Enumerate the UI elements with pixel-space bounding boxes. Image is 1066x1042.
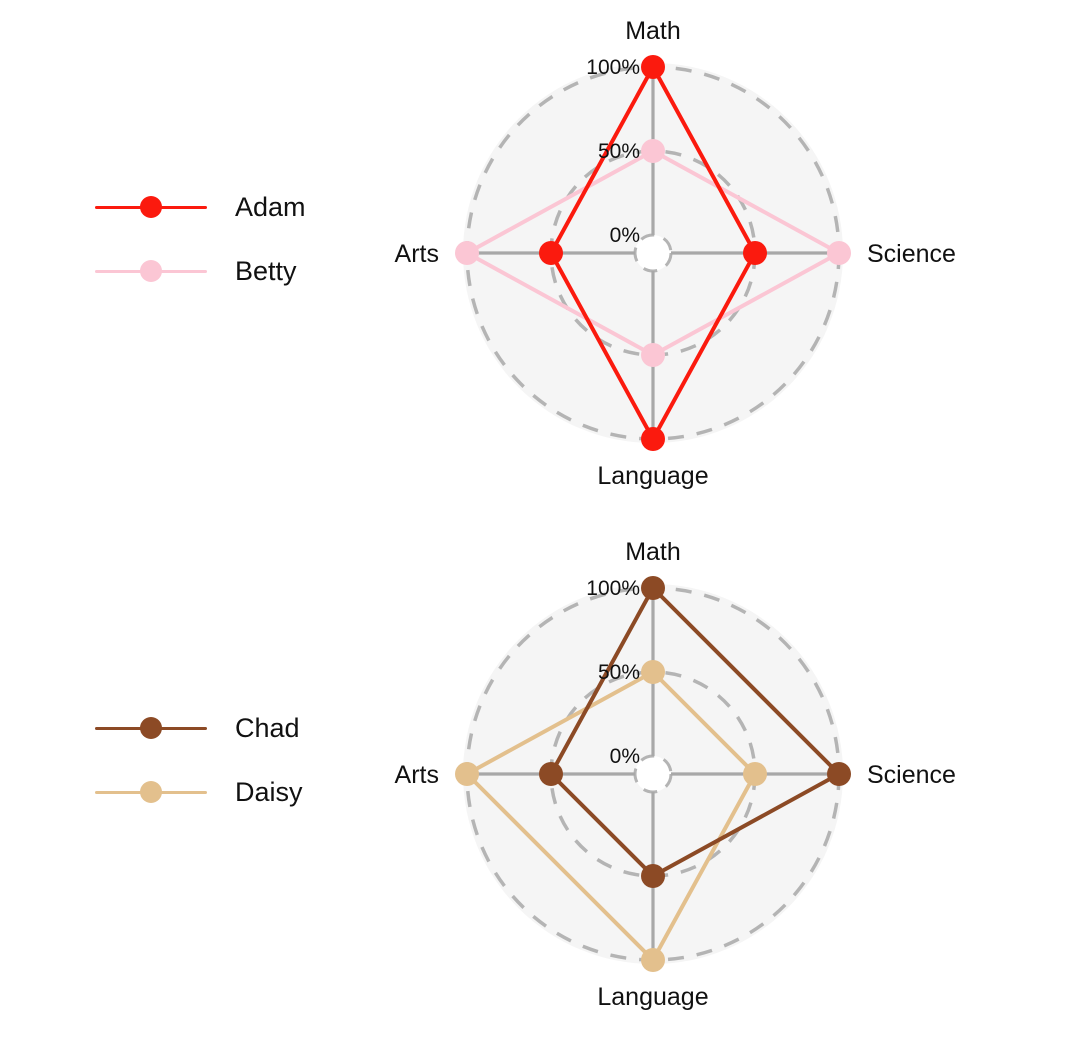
tick-label-50: 50% (598, 140, 640, 163)
radar-point-betty-math (641, 139, 665, 163)
legend-key-betty (95, 256, 207, 286)
axis-label-arts: Arts (395, 240, 439, 268)
legend-label-chad: Chad (235, 712, 300, 743)
radar-point-betty-language (641, 343, 665, 367)
radar-point-chad-language (641, 864, 665, 888)
legend-dot-adam (140, 196, 162, 218)
tick-label-0: 0% (610, 224, 640, 247)
axis-label-science: Science (867, 240, 956, 268)
tick-label-0: 0% (610, 745, 640, 768)
legend-key-chad (95, 713, 207, 743)
tick-label-100: 100% (586, 56, 640, 79)
tick-label-100: 100% (586, 577, 640, 600)
legend-key-daisy (95, 777, 207, 807)
radar-point-betty-science (827, 241, 851, 265)
legend-label-betty: Betty (235, 255, 297, 286)
axis-label-math: Math (625, 17, 681, 45)
radar-point-betty-arts (455, 241, 479, 265)
radar-point-adam-science (743, 241, 767, 265)
legend-dot-chad (140, 717, 162, 739)
legend-item-adam[interactable]: Adam (95, 175, 375, 239)
legend-bottom: Chad Daisy (95, 696, 375, 824)
radar-point-daisy-language (641, 948, 665, 972)
radar-point-adam-language (641, 427, 665, 451)
legend-top: Adam Betty (95, 175, 375, 303)
radar-point-daisy-math (641, 660, 665, 684)
axis-label-math: Math (625, 538, 681, 566)
legend-dot-betty (140, 260, 162, 282)
legend-label-daisy: Daisy (235, 776, 303, 807)
radar-center-hole (635, 756, 671, 792)
radar-point-daisy-arts (455, 762, 479, 786)
axis-label-language: Language (597, 462, 708, 490)
radar-center-hole (635, 235, 671, 271)
legend-dot-daisy (140, 781, 162, 803)
axis-label-science: Science (867, 761, 956, 789)
tick-label-50: 50% (598, 661, 640, 684)
radar-point-chad-science (827, 762, 851, 786)
radar-point-chad-arts (539, 762, 563, 786)
legend-item-daisy[interactable]: Daisy (95, 760, 375, 824)
legend-key-adam (95, 192, 207, 222)
radar-point-chad-math (641, 576, 665, 600)
radar-point-daisy-science (743, 762, 767, 786)
legend-item-chad[interactable]: Chad (95, 696, 375, 760)
radar-point-adam-arts (539, 241, 563, 265)
legend-item-betty[interactable]: Betty (95, 239, 375, 303)
axis-label-language: Language (597, 983, 708, 1011)
axis-label-arts: Arts (395, 761, 439, 789)
radar-point-adam-math (641, 55, 665, 79)
legend-label-adam: Adam (235, 191, 306, 222)
